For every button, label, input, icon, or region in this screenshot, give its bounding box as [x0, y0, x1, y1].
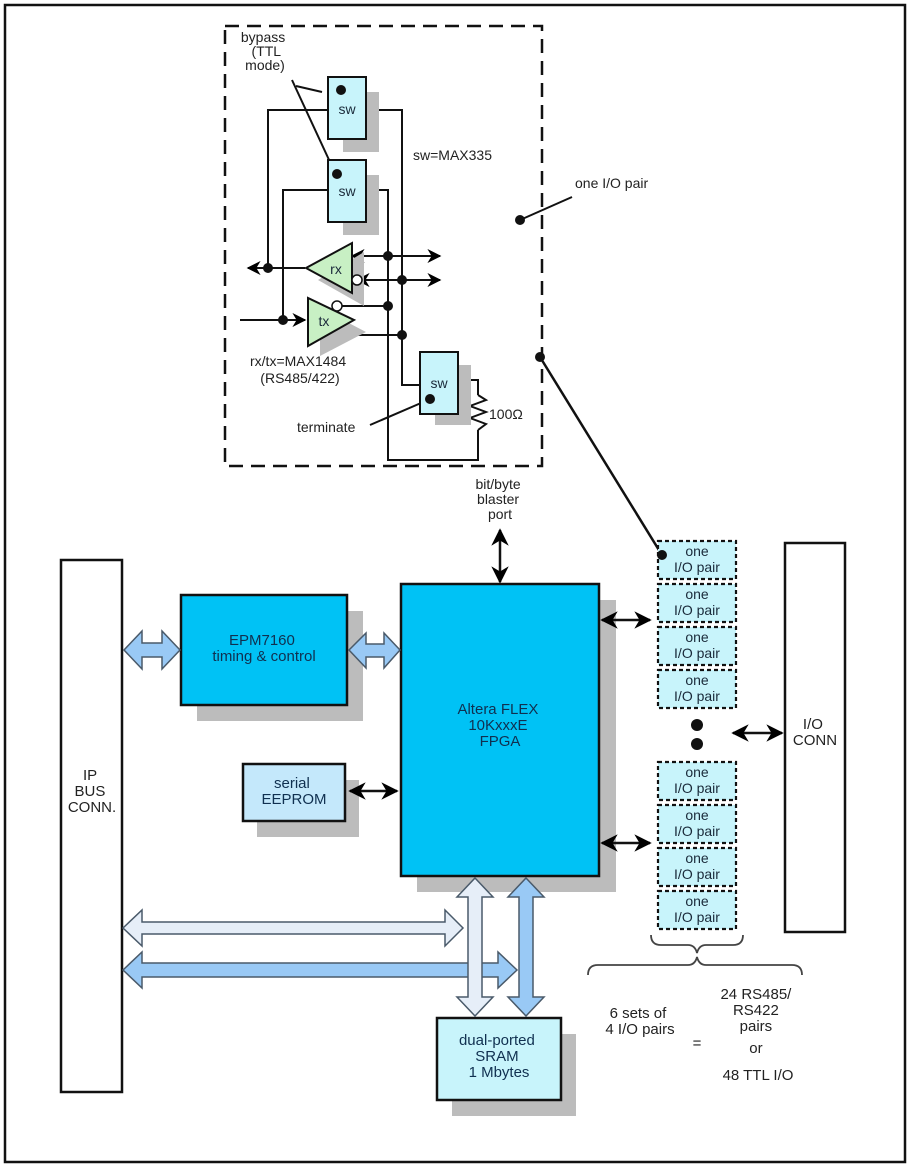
- epm7160-block: EPM7160 timing & control: [179, 593, 363, 721]
- outer-frame: [3, 3, 907, 1164]
- fpga-block: Altera FLEX 10KxxxE FPGA: [399, 582, 616, 892]
- tx-driver: tx: [307, 296, 366, 356]
- callout-label: one I/O pair: [575, 175, 648, 191]
- tx-label: tx: [319, 313, 330, 329]
- blaster-port-label: bit/byte blaster port: [475, 476, 524, 522]
- ip-bus-connector: IP BUS CONN.: [59, 558, 124, 1094]
- bus-arrow-ip-epm: [122, 629, 182, 671]
- eeprom-block: serial EEPROM: [241, 762, 359, 837]
- switch-3-label: sw: [430, 375, 448, 391]
- svg-text:I/O CONN: I/O CONN: [793, 716, 837, 749]
- bus-arrow-fpga-sram-pale: [455, 876, 495, 1018]
- detail-dashed-border: [223, 24, 544, 468]
- large-brace: [587, 956, 803, 976]
- switch-1-label: sw: [338, 101, 356, 117]
- svg-text:EPM7160 timing & control: EPM7160 timing & control: [212, 632, 315, 665]
- braces: [587, 934, 803, 976]
- ellipsis-dot-2: [691, 738, 703, 750]
- bus-arrow-ip-blue: [121, 950, 519, 990]
- bus-arrow-fpga-sram-blue: [506, 876, 546, 1018]
- small-brace: [650, 934, 744, 954]
- detail-wires: [240, 79, 573, 461]
- terminate-label: terminate: [297, 419, 356, 435]
- switch-2-label: sw: [338, 183, 356, 199]
- bus-arrow-ip-pale: [121, 908, 465, 948]
- sram-block: dual-ported SRAM 1 Mbytes: [435, 1016, 576, 1116]
- switch-part-label: sw=MAX335: [413, 147, 492, 163]
- bus-arrow-epm-fpga: [347, 631, 402, 670]
- callout-dot: [657, 550, 667, 560]
- svg-text:dual-ported SRAM 1: dual-ported SRAM 1 Mbytes: [459, 1032, 539, 1081]
- transceiver-part-label: rx/tx=MAX1484 (RS485/422): [250, 353, 350, 386]
- io-connector: I/O CONN: [783, 541, 847, 934]
- ellipsis-dot-1: [691, 719, 703, 731]
- rx-receiver: rx: [303, 241, 364, 306]
- svg-text:serial EEPROM: serial EEPROM: [261, 775, 326, 808]
- switch-bypass-2: sw: [327, 159, 379, 235]
- resistor-label: 100Ω: [489, 406, 523, 422]
- summary-right: 24 RS485/ RS422 pairs or 48 TTL I/O: [720, 986, 795, 1084]
- summary-equals: =: [693, 1035, 702, 1052]
- detail-callout-line: [538, 356, 664, 556]
- svg-text:IP BUS CONN.: IP BUS CONN.: [68, 767, 116, 816]
- switch-bypass-1: sw: [327, 76, 379, 152]
- rx-label: rx: [330, 261, 342, 277]
- svg-text:Altera FLEX 10KxxxE: Altera FLEX 10KxxxE FPGA: [457, 701, 542, 750]
- summary-left: 6 sets of 4 I/O pairs: [605, 1005, 674, 1038]
- bypass-label: bypass (TTL mode): [241, 29, 289, 73]
- io-pair-detail: sw sw sw rx tx: [223, 24, 648, 468]
- switch-terminate: sw: [419, 351, 471, 425]
- junction-dots: [263, 215, 545, 362]
